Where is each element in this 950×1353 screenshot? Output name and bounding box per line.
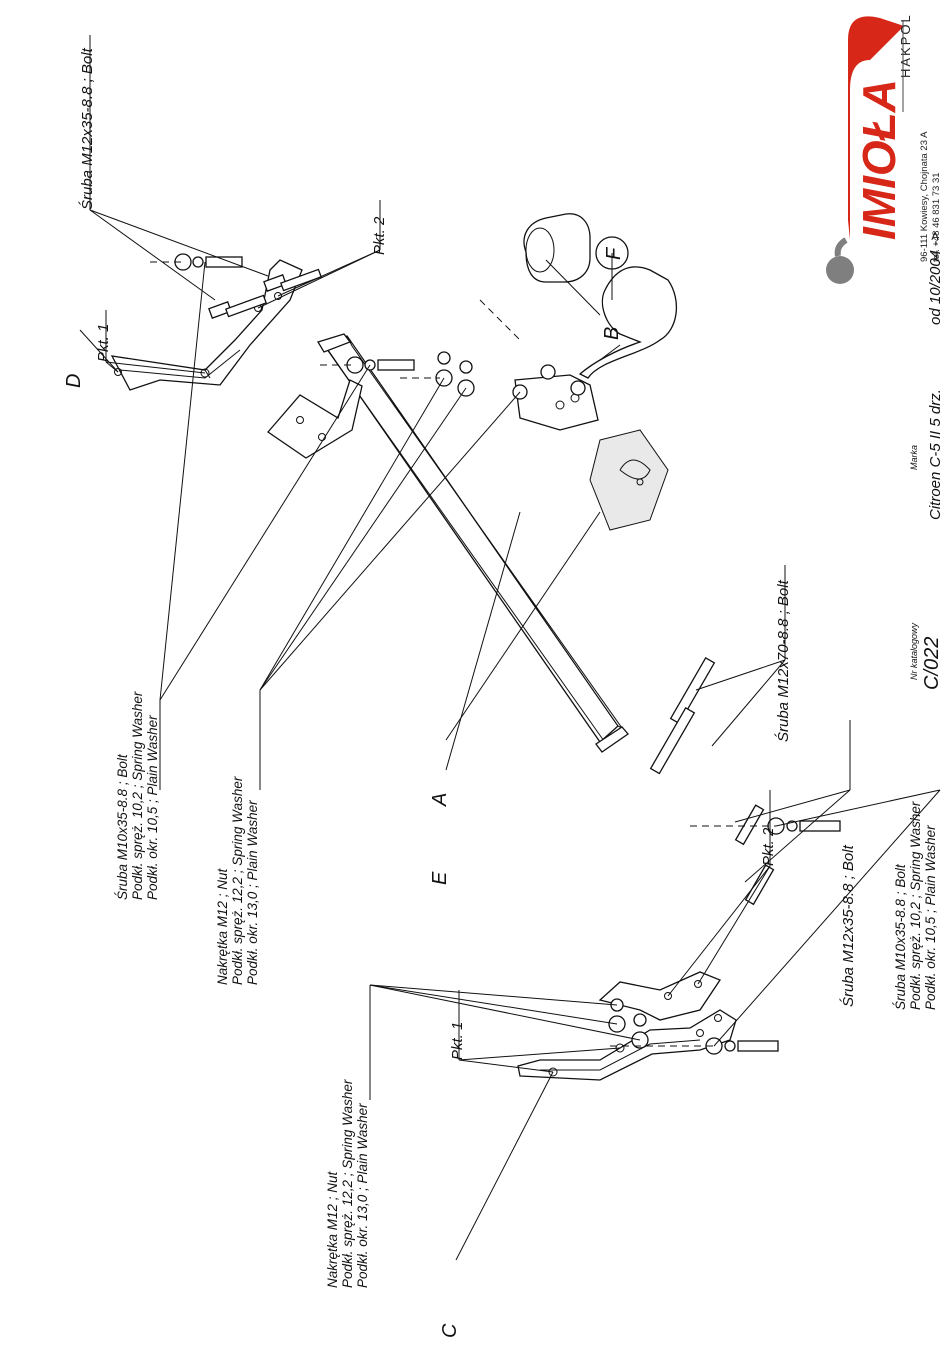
m10-top-line3: Podkł. okr. 10,5 ; Plain Washer — [145, 715, 160, 900]
imiola-hakpol-logo: IMIOŁA HAKPOL 96-111 Kowiesy, Chojnata 2… — [826, 13, 942, 284]
label-block-m10-top: Śruba M10x35-8.8 ; Bolt Podkł. spręż. 10… — [115, 691, 160, 900]
logo-name: IMIOŁA — [853, 79, 905, 240]
socket-plate-E — [589, 429, 669, 531]
nut-top-line1: Nakrętka M12 ; Nut — [215, 867, 230, 985]
logo-address: 96-111 Kowiesy, Chojnata 23 A — [919, 131, 930, 262]
label-pkt2-top: Pkt. 2 — [371, 216, 388, 255]
bracket-D — [110, 259, 303, 391]
ball-mount-bracket — [514, 374, 599, 431]
nut-top-line2: Podkł. spręż. 12,2 ; Spring Washer — [230, 776, 245, 985]
catalog-number: C/022 — [921, 637, 943, 690]
nut-bottom-line1: Nakrętka M12 ; Nut — [325, 1170, 340, 1288]
bracket-C — [517, 1009, 737, 1081]
label-bolt-m12x35-bottom: Śruba M12x35-8.8 ; Bolt — [839, 844, 857, 1007]
m10-bottom-line3: Podkł. okr. 10,5 ; Plain Washer — [923, 825, 938, 1010]
callout-E: E — [429, 871, 451, 885]
crossbar-A — [317, 333, 629, 753]
dashed-alignment-lines — [150, 261, 776, 1047]
callout-B: B — [601, 327, 623, 340]
mount-plate-top-inner — [267, 379, 363, 459]
label-block-m10-bottom: Śruba M10x35-8.8 ; Bolt Podkł. spręż. 10… — [893, 801, 938, 1010]
label-pkt2-bottom: Pkt. 2 — [760, 827, 777, 866]
label-bolt-m12x70: Śruba M12x70-8.8 ; Bolt — [774, 579, 792, 742]
m10-bottom-line2: Podkł. spręż. 10,2 ; Spring Washer — [908, 801, 923, 1010]
mount-plate-bottom-inner — [598, 971, 721, 1021]
logo-ball-icon — [826, 256, 854, 284]
callout-C: C — [439, 1323, 461, 1338]
catalog-caption: Nr katalogowy — [909, 622, 919, 680]
callout-D: D — [63, 374, 85, 388]
model-name: Citroen C-5 II 5 drz. — [927, 389, 944, 520]
callout-F: F — [603, 246, 625, 260]
label-bolt-m12x35-top: Śruba M12x35-8.8 ; Bolt — [78, 47, 96, 210]
ball-cap-F — [523, 213, 591, 283]
m10-top-line1: Śruba M10x35-8.8 ; Bolt — [115, 753, 130, 900]
m10-top-line2: Podkł. spręż. 10,2 ; Spring Washer — [130, 691, 145, 900]
nut-bottom-line3: Podkł. okr. 13,0 ; Plain Washer — [355, 1103, 370, 1288]
logo-sub: HAKPOL — [898, 13, 913, 78]
nut-bottom-line2: Podkł. spręż. 12,2 ; Spring Washer — [340, 1079, 355, 1288]
label-block-nut-top: Nakrętka M12 ; Nut Podkł. spręż. 12,2 ; … — [215, 776, 260, 985]
logo-red-swoosh — [848, 16, 904, 240]
nut-top-line3: Podkł. okr. 13,0 ; Plain Washer — [245, 800, 260, 985]
production-date: od 10/2004 -> — [927, 232, 944, 325]
leader-lines — [79, 35, 941, 1261]
label-pkt1-top: Pkt. 1 — [95, 324, 112, 362]
label-pkt1-bottom: Pkt. 1 — [449, 1022, 466, 1060]
brand-caption: Marka — [909, 445, 919, 470]
tow-ball-B — [578, 236, 678, 379]
labels: Śruba M12x35-8.8 ; Bolt Pkt. 2 Pkt. 1 D … — [63, 47, 944, 1338]
m10-bottom-line1: Śruba M10x35-8.8 ; Bolt — [893, 863, 908, 1010]
label-block-nut-bottom: Nakrętka M12 ; Nut Podkł. spręż. 12,2 ; … — [325, 1079, 370, 1288]
callout-A: A — [429, 793, 451, 807]
bolts-and-washers — [174, 253, 841, 1055]
logo-phone: tel. +48 46 831 73 31 — [931, 172, 942, 262]
